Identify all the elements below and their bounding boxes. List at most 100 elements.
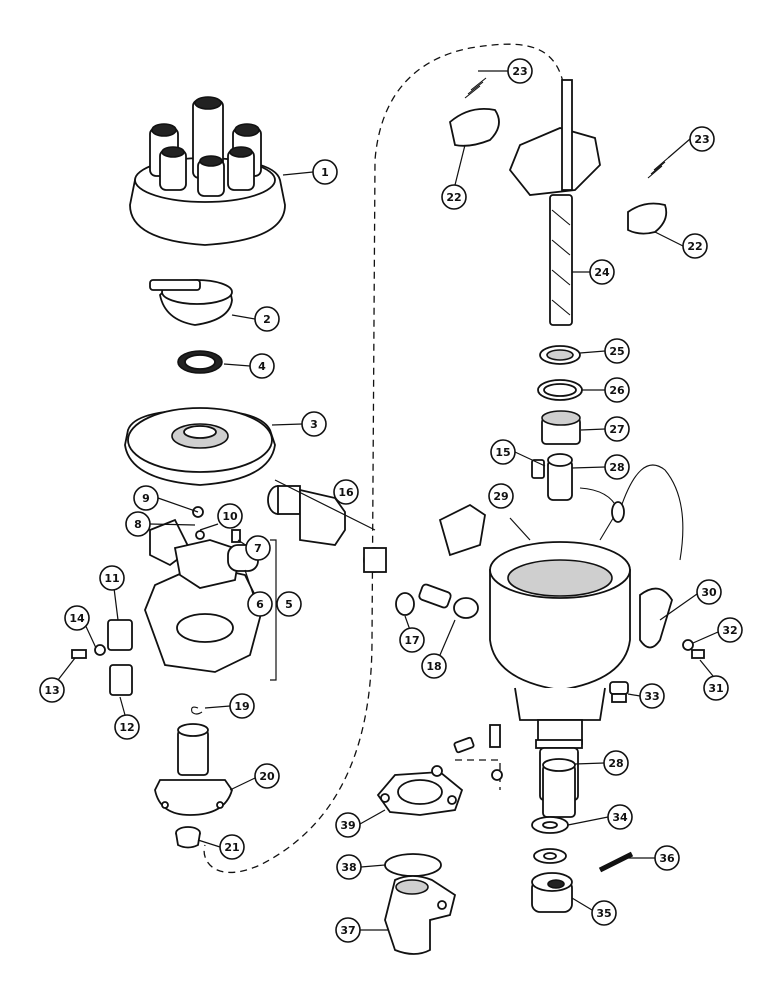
callout-29: 29 [488, 483, 514, 509]
svg-text:23: 23 [694, 133, 709, 146]
callout-22b: 22 [682, 233, 708, 259]
svg-text:28: 28 [609, 461, 624, 474]
roll-pin-36 [598, 851, 634, 873]
svg-text:31: 31 [708, 682, 723, 695]
svg-text:10: 10 [222, 510, 238, 523]
svg-text:22: 22 [446, 191, 461, 204]
svg-text:13: 13 [44, 684, 59, 697]
svg-text:3: 3 [310, 418, 318, 431]
callout-33: 33 [639, 683, 665, 709]
callout-37: 37 [335, 917, 361, 943]
washer-39a [431, 765, 443, 777]
assembly-dashed-line [203, 43, 566, 873]
svg-text:23: 23 [512, 65, 527, 78]
clamp-body-37 [384, 875, 457, 955]
drive-gear-35 [531, 872, 573, 913]
callout-19: 19 [229, 693, 255, 719]
callout-35: 35 [591, 900, 617, 926]
ground-bracket-30 [639, 587, 673, 649]
svg-text:11: 11 [104, 572, 119, 585]
callout-30: 30 [696, 579, 722, 605]
vacuum-unit [418, 583, 479, 619]
svg-text:1: 1 [321, 166, 329, 179]
svg-text:34: 34 [612, 811, 628, 824]
condenser-clip [107, 619, 133, 651]
governor-weight-22b [627, 202, 668, 235]
callout-7: 7 [245, 535, 271, 561]
svg-text:37: 37 [340, 924, 355, 937]
callout-13: 13 [39, 677, 65, 703]
callout-18: 18 [421, 653, 447, 679]
callout-9: 9 [133, 485, 159, 511]
bolt-39b [489, 724, 501, 748]
callout-24: 24 [589, 259, 615, 285]
callout-32: 32 [717, 617, 743, 643]
callout-3: 3 [301, 411, 327, 437]
washer-39b [491, 769, 503, 781]
callout-34: 34 [607, 804, 633, 830]
svg-text:8: 8 [134, 518, 142, 531]
retaining-ring [191, 706, 203, 715]
callouts: 1 2 3 4 5 6 7 8 9 10 11 12 13 14 15 16 1… [39, 58, 743, 943]
callout-5: 5 [276, 591, 302, 617]
svg-text:21: 21 [224, 841, 239, 854]
distributor-housing [438, 503, 631, 801]
governor-weight-22a [449, 107, 500, 147]
callout-39: 39 [335, 812, 361, 838]
callout-11: 11 [99, 565, 125, 591]
screw-31 [691, 649, 705, 659]
bearing-27 [541, 410, 581, 445]
svg-text:28: 28 [608, 757, 623, 770]
governor-shaft-assembly [508, 79, 601, 326]
svg-text:12: 12 [119, 721, 134, 734]
svg-text:15: 15 [495, 446, 510, 459]
bolt-39a [453, 736, 475, 754]
svg-text:26: 26 [609, 384, 625, 397]
plug-21 [175, 826, 201, 849]
svg-text:18: 18 [426, 660, 441, 673]
svg-text:7: 7 [254, 542, 262, 555]
callout-21: 21 [219, 834, 245, 860]
breaker-plate-assembly [144, 506, 263, 673]
oiler-33 [609, 681, 629, 703]
dust-shield [124, 407, 276, 486]
svg-text:35: 35 [596, 907, 611, 920]
svg-text:17: 17 [404, 634, 419, 647]
hold-down-clamp-39 [376, 771, 464, 816]
callout-12: 12 [114, 714, 140, 740]
leader-lines [57, 70, 719, 931]
svg-text:29: 29 [493, 490, 508, 503]
vacuum-fitting [267, 485, 415, 616]
callout-22a: 22 [441, 184, 467, 210]
distributor-cap [129, 96, 286, 246]
callout-10: 10 [217, 503, 243, 529]
o-ring-38 [384, 853, 442, 877]
svg-text:25: 25 [609, 345, 624, 358]
callout-15: 15 [490, 439, 516, 465]
svg-text:22: 22 [687, 240, 702, 253]
callout-36: 36 [654, 845, 680, 871]
callout-31: 31 [703, 675, 729, 701]
svg-text:16: 16 [338, 486, 354, 499]
callout-8: 8 [125, 511, 151, 537]
callout-38: 38 [336, 854, 362, 880]
rotor [149, 279, 233, 326]
bushing-28a [547, 453, 573, 501]
svg-text:27: 27 [609, 423, 624, 436]
svg-text:36: 36 [659, 852, 675, 865]
svg-text:24: 24 [594, 266, 610, 279]
svg-text:4: 4 [258, 360, 266, 373]
spring-23a [464, 77, 487, 99]
svg-text:2: 2 [263, 313, 271, 326]
spring-23b [647, 157, 669, 179]
callout-4: 4 [249, 353, 275, 379]
washer-32 [682, 639, 694, 651]
callout-25: 25 [604, 338, 630, 364]
svg-text:9: 9 [142, 492, 150, 505]
svg-text:6: 6 [256, 598, 264, 611]
svg-text:19: 19 [234, 700, 249, 713]
callout-28a: 28 [604, 454, 630, 480]
callout-14: 14 [64, 605, 90, 631]
callout-20: 20 [254, 763, 280, 789]
